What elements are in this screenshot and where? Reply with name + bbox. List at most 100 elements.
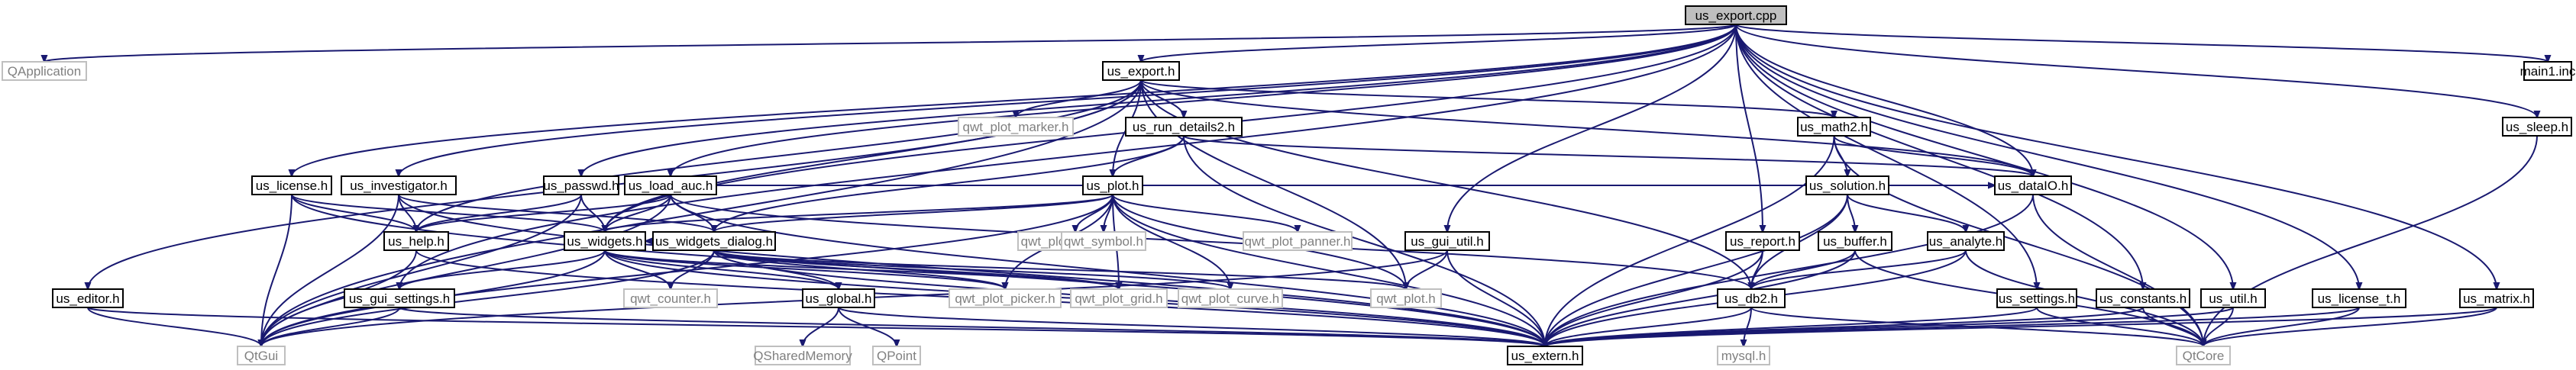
node-us-analyte-h[interactable]: us_analyte.h bbox=[1927, 231, 2005, 251]
node-us-passwd-h[interactable]: us_passwd.h bbox=[543, 175, 619, 195]
node-us-gui-util-h[interactable]: us_gui_util.h bbox=[1404, 231, 1490, 251]
node-us-license-h[interactable]: us_license.h bbox=[251, 175, 332, 195]
node-box bbox=[1102, 61, 1180, 81]
node-us-export-cpp[interactable]: us_export.cpp bbox=[1685, 5, 1787, 25]
node-label: us_gui_util.h bbox=[1411, 234, 1483, 249]
node-label: us_investigator.h bbox=[350, 179, 448, 193]
node-us-gui-settings-h[interactable]: us_gui_settings.h bbox=[344, 288, 455, 308]
node-label: us_util.h bbox=[2209, 291, 2257, 306]
edge-us_export_h-to-us_help_h bbox=[416, 79, 1142, 232]
node-label: us_report.h bbox=[1730, 234, 1795, 249]
node-box bbox=[1125, 117, 1243, 137]
node-QPoint: QPoint bbox=[872, 346, 921, 365]
node-box bbox=[251, 175, 332, 195]
node-qwt-plot-curve-h: qwt_plot_curve.h bbox=[1178, 288, 1283, 308]
node-us-widgets-dialog-h[interactable]: us_widgets_dialog.h bbox=[652, 231, 776, 251]
node-box bbox=[1507, 346, 1583, 365]
edge-us_report_h-to-us_extern_h bbox=[1545, 249, 1763, 346]
edge-us_load_auc_h-to-us_help_h bbox=[416, 194, 671, 232]
edge-us_export_h-to-us_run_details2_h bbox=[1140, 79, 1184, 117]
node-box bbox=[344, 288, 455, 308]
node-main1-inc[interactable]: main1.inc bbox=[2520, 61, 2576, 81]
node-label: us_license.h bbox=[256, 179, 328, 193]
node-us-investigator-h[interactable]: us_investigator.h bbox=[341, 175, 457, 195]
node-box bbox=[2312, 288, 2406, 308]
edge-us_license_t_h-to-us_extern_h bbox=[1545, 307, 2360, 346]
edge-us_widgets_dialog_h-to-qwt_plot_picker_h bbox=[713, 249, 1005, 289]
node-qwt-plot-picker-h: qwt_plot_picker.h bbox=[949, 288, 1062, 308]
node-box bbox=[2523, 61, 2572, 81]
edge-us_export_cpp-to-us_load_auc_h bbox=[671, 24, 1737, 176]
node-label: qwt_symbol.h bbox=[1064, 234, 1143, 249]
node-label: qwt_plot_picker.h bbox=[955, 291, 1055, 306]
node-box bbox=[1061, 231, 1146, 251]
node-us-dataIO-h[interactable]: us_dataIO.h bbox=[1994, 175, 2072, 195]
edge-us_math2_h-to-us_extern_h bbox=[1545, 135, 1835, 346]
node-box bbox=[1717, 346, 1770, 365]
node-us-math2-h[interactable]: us_math2.h bbox=[1797, 117, 1871, 137]
node-box bbox=[949, 288, 1062, 308]
node-label: qwt_plot_curve.h bbox=[1181, 291, 1280, 306]
edge-us_investigator_h-to-QtGui bbox=[261, 194, 399, 346]
edge-us_widgets_dialog_h-to-qwt_plot_h bbox=[713, 249, 1406, 289]
node-label: us_analyte.h bbox=[1929, 234, 2002, 249]
node-box bbox=[872, 346, 921, 365]
edge-us_widgets_dialog_h-to-qwt_plot_grid_h bbox=[713, 249, 1119, 289]
node-us-matrix-h[interactable]: us_matrix.h bbox=[2459, 288, 2534, 308]
edge-us_widgets_h-to-qwt_plot_picker_h bbox=[604, 249, 1005, 289]
node-label: us_constants.h bbox=[2099, 291, 2187, 306]
node-us-license-t-h[interactable]: us_license_t.h bbox=[2312, 288, 2406, 308]
edge-us_dataIO_h-to-QtCore bbox=[2032, 194, 2203, 346]
node-label: QtGui bbox=[244, 349, 278, 363]
edge-us_gui_settings_h-to-us_extern_h bbox=[399, 307, 1545, 346]
edge-us_investigator_h-to-us_widgets_dialog_h bbox=[398, 194, 714, 232]
node-box bbox=[624, 175, 717, 195]
edge-us_export_cpp-to-main1_inc bbox=[1735, 24, 2548, 62]
edge-us_buffer_h-to-us_db2_h bbox=[1751, 249, 1856, 289]
node-us-widgets-h[interactable]: us_widgets.h bbox=[564, 231, 646, 251]
node-box bbox=[1994, 175, 2072, 195]
edge-us_plot_h-to-us_extern_h bbox=[1112, 194, 1545, 346]
edge-us_matrix_h-to-QtCore bbox=[2203, 307, 2497, 346]
node-us-help-h[interactable]: us_help.h bbox=[383, 231, 449, 251]
node-box bbox=[1370, 288, 1442, 308]
node-label: us_buffer.h bbox=[1823, 234, 1887, 249]
node-us-run-details2-h[interactable]: us_run_details2.h bbox=[1125, 117, 1243, 137]
node-box bbox=[2, 61, 87, 81]
node-box bbox=[237, 346, 286, 365]
edge-us_global_h-to-us_extern_h bbox=[838, 307, 1545, 346]
node-QtCore: QtCore bbox=[2176, 346, 2231, 365]
node-box bbox=[1725, 231, 1800, 251]
node-us-global-h[interactable]: us_global.h bbox=[802, 288, 875, 308]
edge-us_export_cpp-to-us_settings_h bbox=[1735, 24, 2037, 289]
node-us-export-h[interactable]: us_export.h bbox=[1102, 61, 1180, 81]
node-us-editor-h[interactable]: us_editor.h bbox=[52, 288, 124, 308]
node-us-sleep-h[interactable]: us_sleep.h bbox=[2502, 117, 2572, 137]
node-label: qwt_counter.h bbox=[630, 291, 711, 306]
node-box bbox=[543, 175, 619, 195]
node-us-constants-h[interactable]: us_constants.h bbox=[2096, 288, 2190, 308]
node-us-solution-h[interactable]: us_solution.h bbox=[1805, 175, 1889, 195]
node-box bbox=[1805, 175, 1889, 195]
node-us-util-h[interactable]: us_util.h bbox=[2200, 288, 2266, 308]
node-us-extern-h[interactable]: us_extern.h bbox=[1507, 346, 1583, 365]
node-us-buffer-h[interactable]: us_buffer.h bbox=[1818, 231, 1892, 251]
node-us-db2-h[interactable]: us_db2.h bbox=[1717, 288, 1786, 308]
node-box bbox=[1818, 231, 1892, 251]
node-us-plot-h[interactable]: us_plot.h bbox=[1082, 175, 1143, 195]
node-label: us_passwd.h bbox=[543, 179, 619, 193]
node-us-settings-h[interactable]: us_settings.h bbox=[1996, 288, 2077, 308]
node-label: qwt_plot.h bbox=[1376, 291, 1436, 306]
edge-us_passwd_h-to-QtGui bbox=[261, 194, 582, 346]
node-us-report-h[interactable]: us_report.h bbox=[1725, 231, 1800, 251]
node-box bbox=[1797, 117, 1871, 137]
edge-us_db2_h-to-mysql_h bbox=[1744, 307, 1752, 346]
node-label: us_matrix.h bbox=[2463, 291, 2530, 306]
node-us-load-auc-h[interactable]: us_load_auc.h bbox=[624, 175, 717, 195]
node-box bbox=[1070, 288, 1168, 308]
node-label: us_dataIO.h bbox=[1998, 179, 2069, 193]
node-box bbox=[1082, 175, 1143, 195]
node-label: us_license_t.h bbox=[2318, 291, 2401, 306]
node-box bbox=[2096, 288, 2190, 308]
node-qwt-plot-grid-h: qwt_plot_grid.h bbox=[1070, 288, 1168, 308]
